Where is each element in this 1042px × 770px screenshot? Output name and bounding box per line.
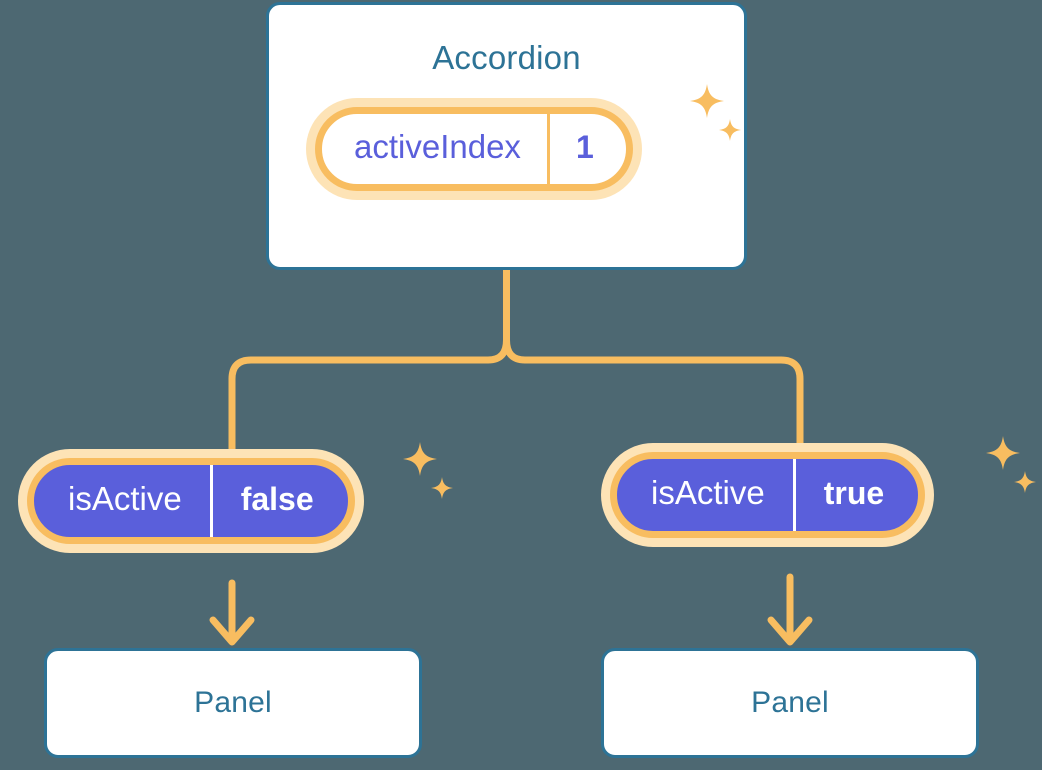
state-pill-is-active-true[interactable]: isActive true [601, 443, 935, 547]
panel-card-left-title: Panel [194, 686, 272, 719]
accordion-card-title: Accordion [432, 39, 581, 76]
state-pill-is-active-false-body: isActive false [27, 458, 355, 544]
state-pill-is-active-false-key: isActive [68, 480, 182, 517]
arrow-right-pill-to-panel [767, 573, 813, 646]
sparkle-four-point-icon [403, 442, 437, 476]
state-pill-is-active-false-value: false [209, 465, 348, 537]
panel-card-right-title: Panel [751, 686, 829, 719]
sparkle-four-point-icon [986, 436, 1020, 470]
sparkle-four-point-small-icon [1014, 471, 1036, 493]
panel-component-card-left[interactable]: Panel [44, 648, 422, 758]
state-pill-is-active-true-value: true [792, 459, 918, 531]
arrow-left-pill-to-panel [209, 579, 255, 646]
state-pill-is-active-false[interactable]: isActive false [18, 449, 364, 553]
state-pill-active-index-body: activeIndex 1 [315, 107, 633, 191]
state-pill-is-active-true-body: isActive true [610, 452, 926, 538]
state-pill-is-active-true-key: isActive [651, 474, 765, 511]
sparkle-four-point-small-icon [431, 477, 453, 499]
tree-connector-path [228, 266, 804, 466]
state-pill-active-index-key: activeIndex [354, 128, 521, 165]
state-pill-active-index-value: 1 [546, 114, 626, 184]
panel-component-card-right[interactable]: Panel [601, 648, 979, 758]
state-pill-active-index[interactable]: activeIndex 1 [306, 98, 642, 200]
